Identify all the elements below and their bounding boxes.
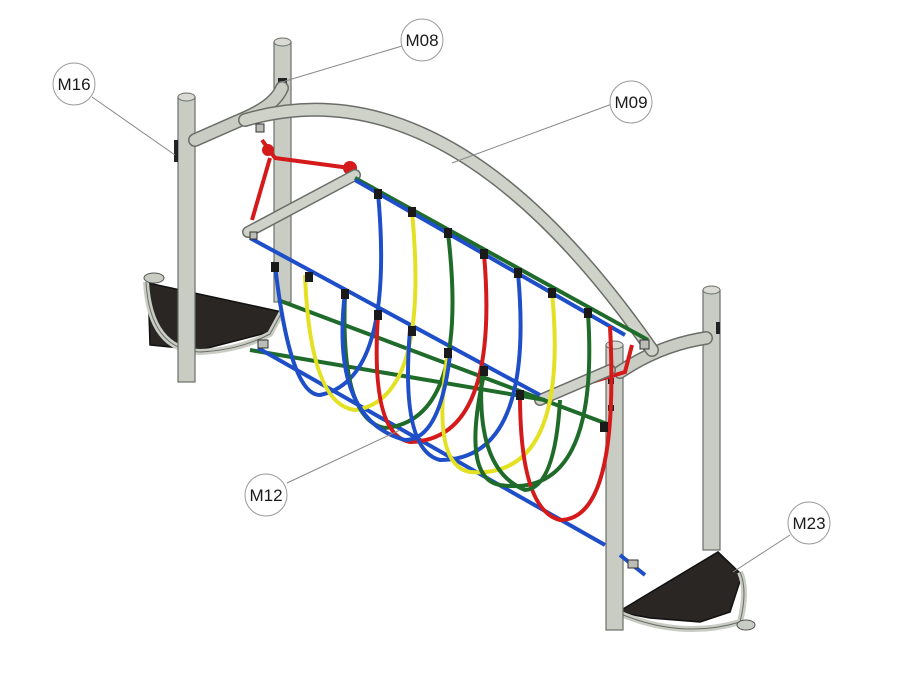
shackles	[249, 123, 650, 569]
leader-m23	[732, 534, 791, 573]
callout-m23-label: M23	[792, 514, 825, 533]
red-side-chains	[250, 138, 634, 397]
callout-m09-label: M09	[614, 93, 647, 112]
post-right-front	[605, 340, 624, 631]
hanging-loops	[273, 192, 614, 523]
leader-m12	[286, 429, 401, 484]
callout-m23: M23	[787, 501, 831, 545]
loop-clamps	[271, 189, 608, 432]
callout-m08-label: M08	[405, 31, 438, 50]
leader-m09	[451, 103, 613, 164]
leader-m16	[91, 96, 176, 156]
handrail-arch	[238, 102, 659, 357]
leader-lines	[91, 45, 791, 573]
callout-m08: M08	[400, 18, 444, 62]
callout-m09: M09	[609, 80, 653, 124]
callout-m16: M16	[52, 62, 96, 106]
right-crossbar	[613, 331, 713, 379]
callout-m12-label: M12	[249, 486, 282, 505]
callout-m12: M12	[244, 473, 288, 517]
right-platform	[614, 551, 756, 633]
leader-m08	[281, 45, 403, 83]
callout-m16-label: M16	[57, 75, 90, 94]
post-left-front	[174, 92, 196, 383]
post-right-back	[702, 285, 721, 551]
